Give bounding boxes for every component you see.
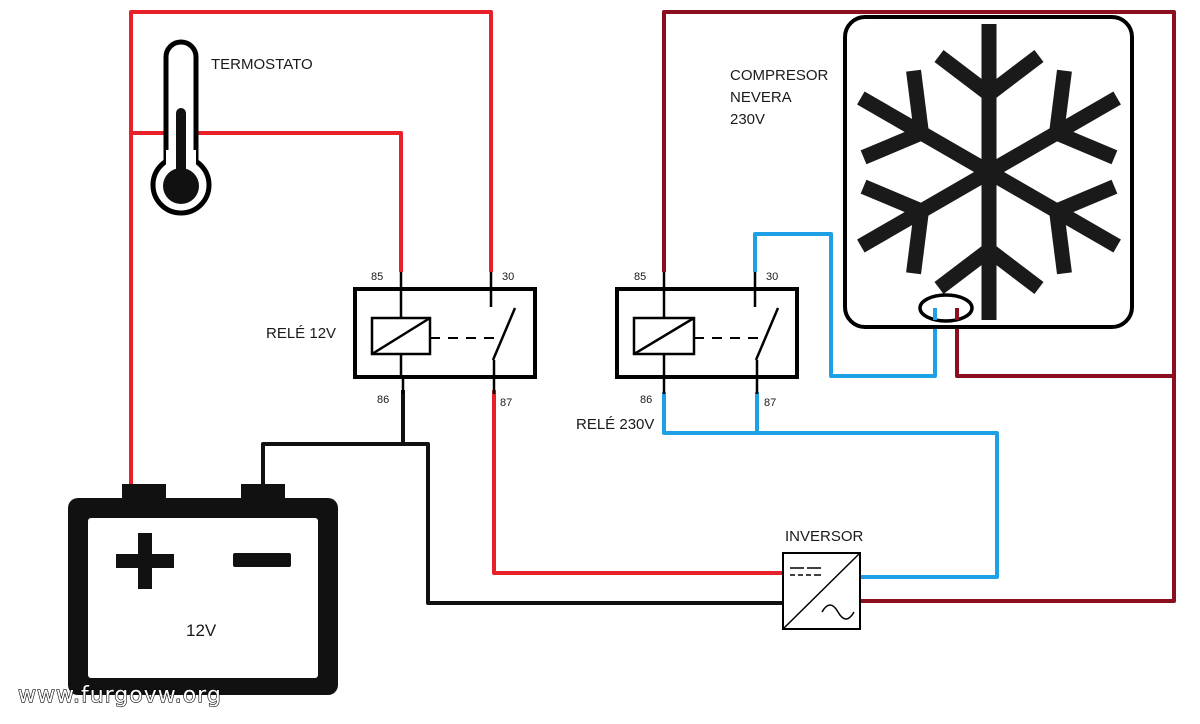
battery-voltage-label: 12V <box>186 621 217 640</box>
dc-ac-inverter-icon <box>782 552 861 630</box>
wire-battery-minus-to-relay86 <box>261 390 405 488</box>
wire-battery-plus-to-relay30 <box>129 10 493 488</box>
battery-icon <box>68 484 338 695</box>
relay12-pin-30: 30 <box>502 271 514 283</box>
relay230-pin-87: 87 <box>764 397 776 409</box>
compressor-label-line3: 230V <box>730 111 765 128</box>
wire-relay87-to-inverter <box>492 390 783 575</box>
battery-plus-symbol-v <box>138 533 152 589</box>
line-230v-wires <box>662 10 1176 603</box>
battery-minus-symbol <box>233 553 291 567</box>
wire-thermostat-to-relay85 <box>131 131 403 272</box>
positive-12v-wires <box>129 10 783 575</box>
wire-relay230-30-to-compressor <box>753 232 937 378</box>
thermostat-label: TERMOSTATO <box>211 56 313 73</box>
compressor-label-line2: NEVERA <box>730 89 792 106</box>
watermark-text: www.furgovw.org <box>18 683 222 708</box>
thermometer-icon <box>150 39 212 216</box>
relay-230v <box>615 272 799 394</box>
relay12-pin-87: 87 <box>500 397 512 409</box>
relay230-pin-30: 30 <box>766 271 778 283</box>
compressor-label-line1: COMPRESOR <box>730 67 829 84</box>
relay230-pin-85: 85 <box>634 271 646 283</box>
compressor-connector <box>918 293 974 323</box>
wire-relay86-to-inverter <box>403 442 783 605</box>
relay230-label: RELÉ 230V <box>576 416 654 433</box>
relay230-pin-86: 86 <box>640 394 652 406</box>
relay-12v <box>353 272 537 394</box>
neutral-230v-wires <box>662 232 999 579</box>
relay12-label: RELÉ 12V <box>266 325 336 342</box>
relay12-pin-86: 86 <box>377 394 389 406</box>
wire-relay230-85-loop <box>662 10 1176 603</box>
wire-compressor-to-line <box>955 312 1174 378</box>
negative-12v-wires <box>261 390 783 605</box>
snowflake-icon <box>836 24 1142 320</box>
wire-relay230-86-to-inverter <box>662 392 999 579</box>
relay12-pin-85: 85 <box>371 271 383 283</box>
inverter-label: INVERSOR <box>785 528 864 545</box>
